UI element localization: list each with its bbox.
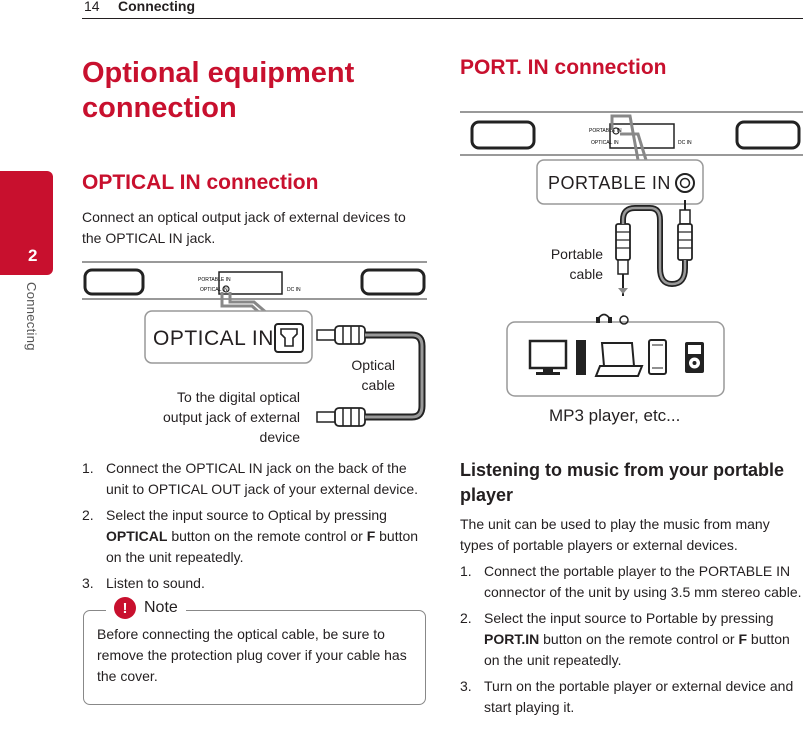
list-item: 3.Listen to sound.: [82, 575, 205, 591]
portable-port-callout: [536, 159, 704, 205]
optical-jack-icon: [274, 323, 304, 353]
section-header: Connecting: [118, 0, 195, 14]
portable-plug-upper: [679, 209, 691, 225]
note-header: ! Note: [106, 597, 186, 619]
key-label: PORT.IN: [484, 631, 540, 647]
monitor-icon: [528, 339, 568, 370]
panel-label-optical: OPTICAL IN: [200, 287, 228, 293]
alert-icon: !: [114, 597, 136, 619]
port-steps: 1.Connect the portable player to the POR…: [460, 561, 803, 723]
note-box: [83, 610, 426, 705]
portable-plug-lower: [615, 223, 631, 261]
optical-device-caption: To the digital optical output jack of ex…: [163, 389, 300, 445]
chapter-label: Connecting: [24, 282, 39, 351]
panel-label-portable: PORTABLE IN: [198, 277, 231, 283]
speaker-grille-left: [83, 268, 145, 296]
list-item: 1.Connect the portable player to the POR…: [460, 563, 802, 600]
panel-label-optical: OPTICAL IN: [591, 140, 619, 146]
port-diagram: PORTABLE IN OPTICAL IN DC IN PORTABLE IN: [460, 111, 803, 397]
port-heading: PORT. IN connection: [460, 56, 667, 79]
chapter-tab: [0, 171, 53, 275]
chapter-number: 2: [28, 246, 38, 265]
note-text: Before connecting the optical cable, be …: [97, 626, 407, 684]
panel-label-dc: DC IN: [678, 140, 692, 146]
portable-cable-caption: Portable cable: [550, 246, 603, 282]
header-rule: [82, 18, 803, 19]
list-item: 3.Turn on the portable player or externa…: [460, 678, 794, 715]
speaker-grille-right: [360, 268, 426, 296]
port-intro: The unit can be used to play the music f…: [460, 516, 770, 553]
key-label: F: [738, 631, 748, 647]
list-item: 1.Connect the OPTICAL IN jack on the bac…: [82, 460, 419, 497]
portable-port-label: PORTABLE IN: [548, 173, 671, 193]
optical-steps: 1.Connect the OPTICAL IN jack on the bac…: [82, 458, 427, 599]
headphone-jack-icon: [675, 173, 695, 193]
phone-icon: [648, 339, 667, 375]
panel-label-dc: DC IN: [287, 287, 301, 293]
page-number: 14: [84, 0, 100, 14]
optical-port-label: OPTICAL IN: [153, 327, 274, 350]
optical-plug-bottom: [316, 411, 338, 423]
speaker-grille-left: [470, 120, 536, 150]
optical-heading: OPTICAL IN connection: [82, 171, 319, 194]
tower-icon: [576, 340, 586, 375]
port-subheading: Listening to music from your portable pl…: [460, 460, 785, 505]
key-label: OPTICAL: [106, 528, 168, 544]
optical-plug-top: [316, 329, 338, 341]
mp3-caption: MP3 player, etc...: [549, 406, 681, 425]
panel-label-portable: PORTABLE IN: [589, 128, 622, 134]
key-label: F: [366, 528, 376, 544]
page-title: Optional equipment connection: [82, 57, 355, 124]
optical-intro: Connect an optical output jack of extern…: [82, 209, 406, 246]
list-item: 2.Select the input source to Portable by…: [460, 610, 790, 668]
optical-cable-caption: Optical cable: [351, 357, 395, 393]
speaker-grille-right: [735, 120, 801, 150]
optical-port-callout: [144, 310, 313, 364]
optical-diagram: PORTABLE IN OPTICAL IN DC IN OPTICAL IN: [82, 261, 427, 427]
list-item: 2.Select the input source to Optical by …: [82, 507, 419, 565]
rear-panel-ports: [218, 271, 283, 295]
note-label: Note: [144, 599, 178, 616]
laptop-icon: [600, 342, 636, 367]
